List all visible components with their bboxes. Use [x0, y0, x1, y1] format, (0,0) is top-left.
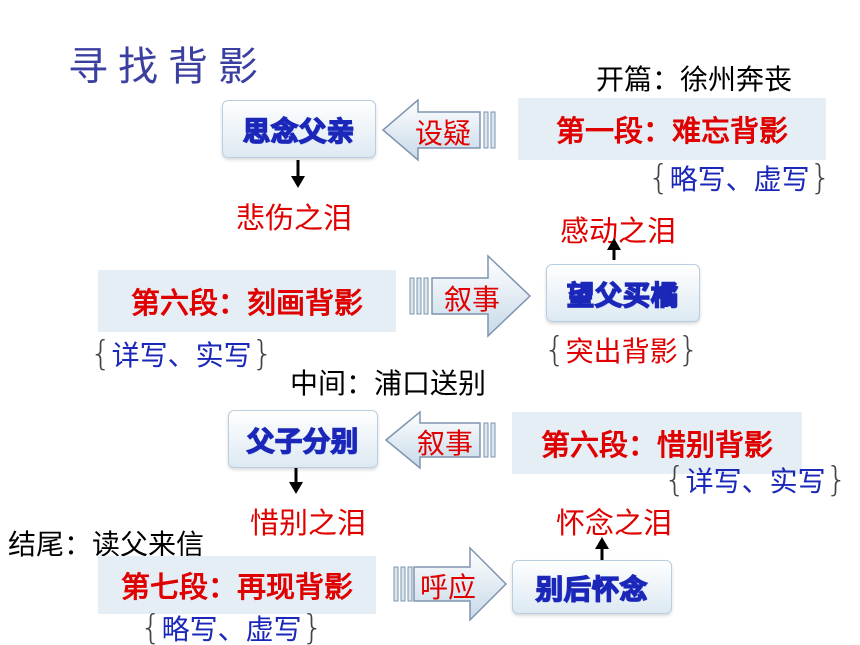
note-row1: {略写、虚写} — [648, 158, 832, 198]
box-buy-oranges: 望父买橘 — [546, 264, 700, 322]
box-father-son-parting-label: 父子分别 — [246, 426, 359, 459]
tear-moved: 感动之泪 — [560, 214, 677, 248]
box-miss-father: 思念父亲 — [222, 100, 376, 158]
tear-sad: 悲伤之泪 — [236, 201, 353, 235]
tear-longing: 怀念之泪 — [556, 506, 673, 540]
note-row2-left: {详写、实写} — [90, 334, 274, 374]
arrow-label-row4: 呼应 — [419, 571, 476, 604]
panel-paragraph-7-label: 第七段：再现背影 — [120, 570, 353, 604]
section-middle: 中间：浦口送别 — [290, 367, 487, 400]
box-longing-after-parting-label: 别后怀念 — [535, 574, 648, 607]
box-buy-oranges-label: 望父买橘 — [566, 280, 679, 313]
panel-paragraph-1-label: 第一段：难忘背影 — [555, 114, 788, 148]
panel-paragraph-7: 第七段：再现背影 — [98, 556, 376, 614]
panel-paragraph-6b: 第六段：惜别背影 — [512, 412, 802, 474]
box-longing-after-parting: 别后怀念 — [512, 560, 672, 614]
tear-parting: 惜别之泪 — [250, 506, 367, 540]
note-row4: {略写、虚写} — [140, 608, 323, 645]
box-miss-father-label: 思念父亲 — [242, 116, 355, 149]
arrow-label-row3: 叙事 — [416, 427, 473, 460]
panel-paragraph-6a-label: 第六段：刻画背影 — [130, 286, 363, 320]
note-row3: {详写、实写} — [664, 460, 848, 500]
note-row2-right: {突出背影} — [544, 330, 700, 370]
note-row4-label: 略写、虚写 — [161, 613, 302, 645]
note-row3-label: 详写、实写 — [685, 465, 826, 498]
note-row1-label: 略写、虚写 — [669, 163, 810, 196]
note-row2-right-label: 突出背影 — [565, 335, 678, 368]
section-opening: 开篇：徐州奔丧 — [596, 63, 793, 96]
note-row2-left-label: 详写、实写 — [111, 339, 252, 372]
section-ending: 结尾：读父来信 — [8, 528, 205, 561]
arrow-label-row2: 叙事 — [443, 283, 500, 316]
panel-paragraph-6a: 第六段：刻画背影 — [98, 270, 396, 332]
arrow-label-row1: 设疑 — [414, 117, 471, 150]
panel-paragraph-1: 第一段：难忘背影 — [518, 98, 826, 160]
panel-paragraph-6b-label: 第六段：惜别背影 — [540, 428, 773, 462]
box-father-son-parting: 父子分别 — [228, 410, 378, 468]
page-title: 寻找背影 — [68, 44, 268, 90]
